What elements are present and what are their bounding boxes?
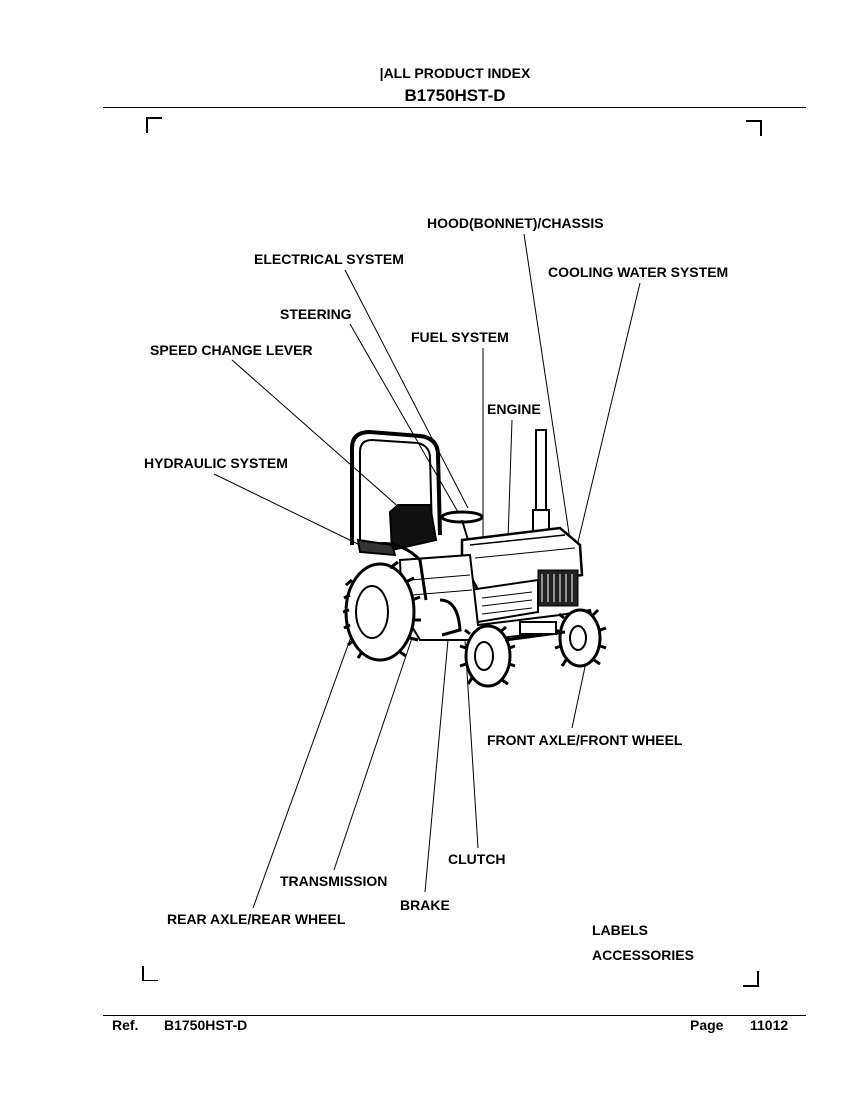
label-fuel-system[interactable]: FUEL SYSTEM: [411, 329, 509, 345]
leader-engine: [507, 419, 513, 541]
leader-clutch: [464, 639, 479, 849]
tractor-illustration: [342, 429, 607, 688]
leader-hood-chassis: [523, 233, 571, 541]
grille: [537, 569, 579, 607]
label-rear-axle-rear-wheel[interactable]: REAR AXLE/REAR WHEEL: [167, 911, 346, 927]
footer-page-label: Page: [690, 1017, 724, 1033]
model-title: B1750HST-D: [404, 86, 506, 105]
corner-mark-top-left: [146, 117, 162, 133]
label-labels[interactable]: LABELS: [592, 922, 648, 938]
corner-mark-bottom-left: [142, 966, 158, 981]
rear-tire-far: [439, 598, 462, 637]
rollbar: [350, 429, 442, 545]
label-steering[interactable]: STEERING: [280, 306, 352, 322]
corner-mark-bottom-right: [743, 971, 759, 987]
label-speed-change-lever[interactable]: SPEED CHANGE LEVER: [150, 342, 313, 358]
label-transmission[interactable]: TRANSMISSION: [280, 873, 388, 889]
leader-transmission: [333, 637, 413, 871]
label-accessories[interactable]: ACCESSORIES: [592, 947, 694, 963]
footer-rule: [103, 1015, 806, 1016]
label-cooling-water-system[interactable]: COOLING WATER SYSTEM: [548, 264, 729, 280]
label-clutch[interactable]: CLUTCH: [448, 851, 506, 867]
label-engine[interactable]: ENGINE: [487, 401, 541, 417]
label-front-axle-front-wheel[interactable]: FRONT AXLE/FRONT WHEEL: [487, 732, 683, 748]
corner-mark-top-right: [746, 120, 762, 136]
label-electrical-system[interactable]: ELECTRICAL SYSTEM: [254, 251, 404, 267]
index-title: |ALL PRODUCT INDEX: [379, 65, 531, 81]
leader-front-axle: [571, 661, 587, 729]
leader-speed-change-lever: [231, 359, 403, 511]
leader-steering: [349, 323, 459, 513]
leader-hydraulic-system: [213, 473, 363, 547]
leader-rear-axle: [252, 633, 353, 909]
leader-electrical-system: [344, 269, 469, 509]
footer-page-number: 11012: [750, 1017, 789, 1033]
leader-brake: [424, 639, 449, 893]
footer-ref-model: B1750HST-D: [164, 1017, 248, 1033]
seat: [388, 504, 438, 552]
label-brake[interactable]: BRAKE: [400, 897, 450, 913]
leader-cooling-water-system: [577, 282, 641, 543]
header-rule: [103, 107, 806, 108]
label-hood-chassis[interactable]: HOOD(BONNET)/CHASSIS: [427, 215, 604, 231]
label-hydraulic-system[interactable]: HYDRAULIC SYSTEM: [144, 455, 288, 471]
footer-ref-label: Ref.: [112, 1017, 139, 1033]
